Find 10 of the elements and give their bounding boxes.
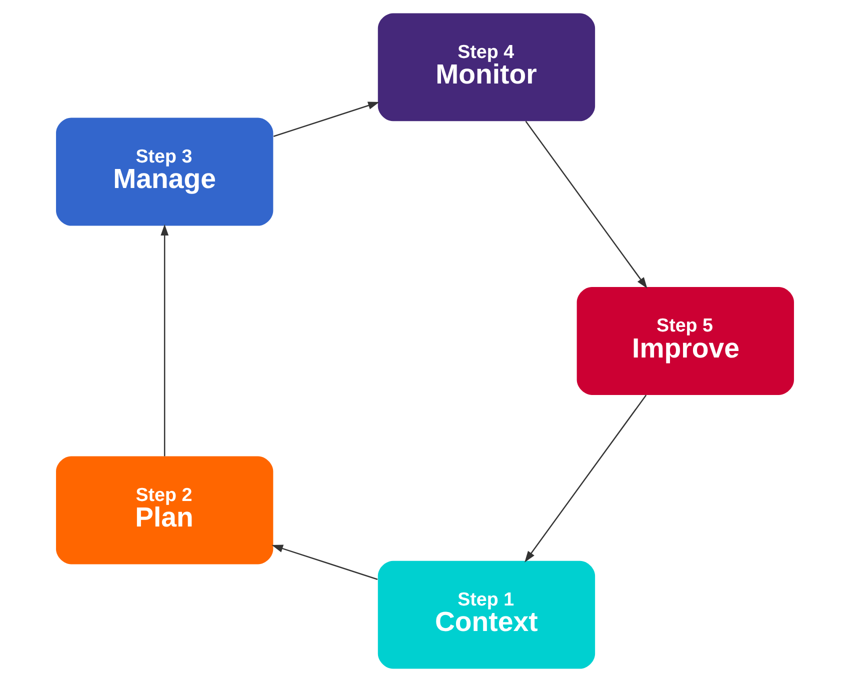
node-box: Step 5 Improve (576, 287, 794, 395)
node-box: Step 3 Manage (56, 118, 274, 226)
arrow (524, 394, 647, 562)
node-box: Step 2 Plan (56, 456, 274, 564)
arrow (160, 224, 169, 456)
node-box: Step 1 Context (378, 560, 596, 669)
node-box: Step 4 Monitor (378, 13, 596, 122)
arrow (525, 120, 648, 289)
arrow (273, 102, 380, 137)
arrow (272, 544, 378, 580)
